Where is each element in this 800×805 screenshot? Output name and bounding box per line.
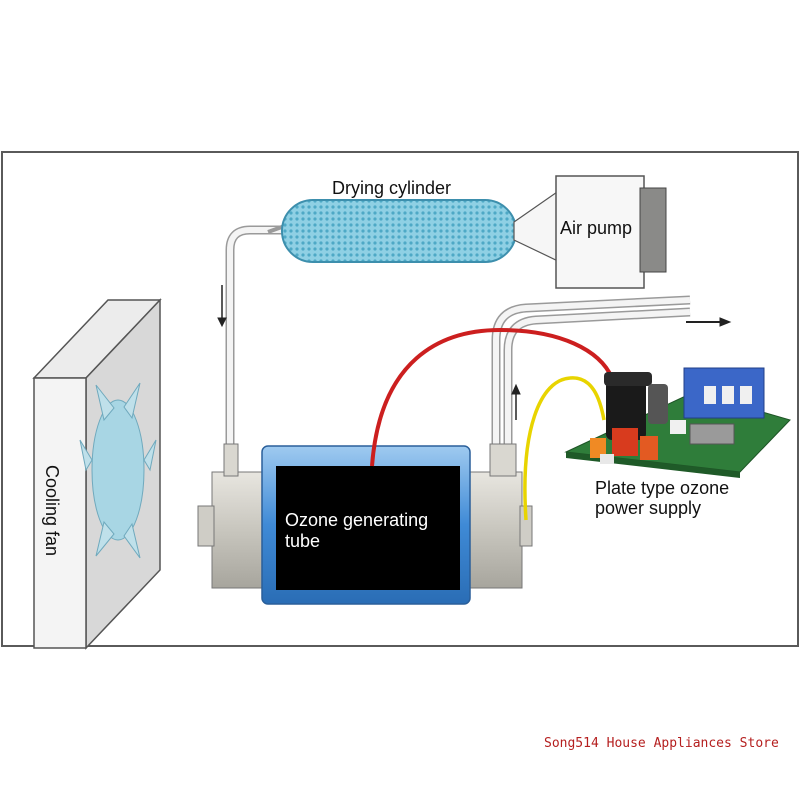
air-pump-label: Air pump — [560, 218, 633, 238]
power-supply-label-line2: power supply — [595, 498, 702, 518]
power-supply-board-icon — [564, 367, 791, 478]
tube-end-caps — [197, 443, 533, 589]
store-watermark: Song514 House Appliances Store — [544, 736, 779, 751]
flow-arrows — [217, 285, 732, 420]
drying-cylinder-icon — [267, 188, 561, 263]
air-pump-icon — [555, 175, 667, 289]
signal-wire — [523, 376, 606, 521]
power-supply-label: Plate type ozone power supply — [595, 478, 729, 518]
cooling-fan-icon — [32, 298, 162, 650]
ozone-tube-label-line2: tube — [285, 531, 321, 551]
hv-wire — [370, 327, 614, 467]
drying-cylinder-label: Drying cylinder — [332, 178, 452, 198]
gas-tubes — [225, 225, 691, 450]
ozone-tube-label-line1: Ozone generating — [285, 510, 429, 530]
cooling-fan-label: Cooling fan — [42, 465, 62, 557]
ozone-tube-icon — [261, 445, 471, 605]
power-supply-label-line1: Plate type ozone — [595, 478, 730, 498]
ozone-tube-label: Ozone generating tube — [285, 510, 428, 552]
